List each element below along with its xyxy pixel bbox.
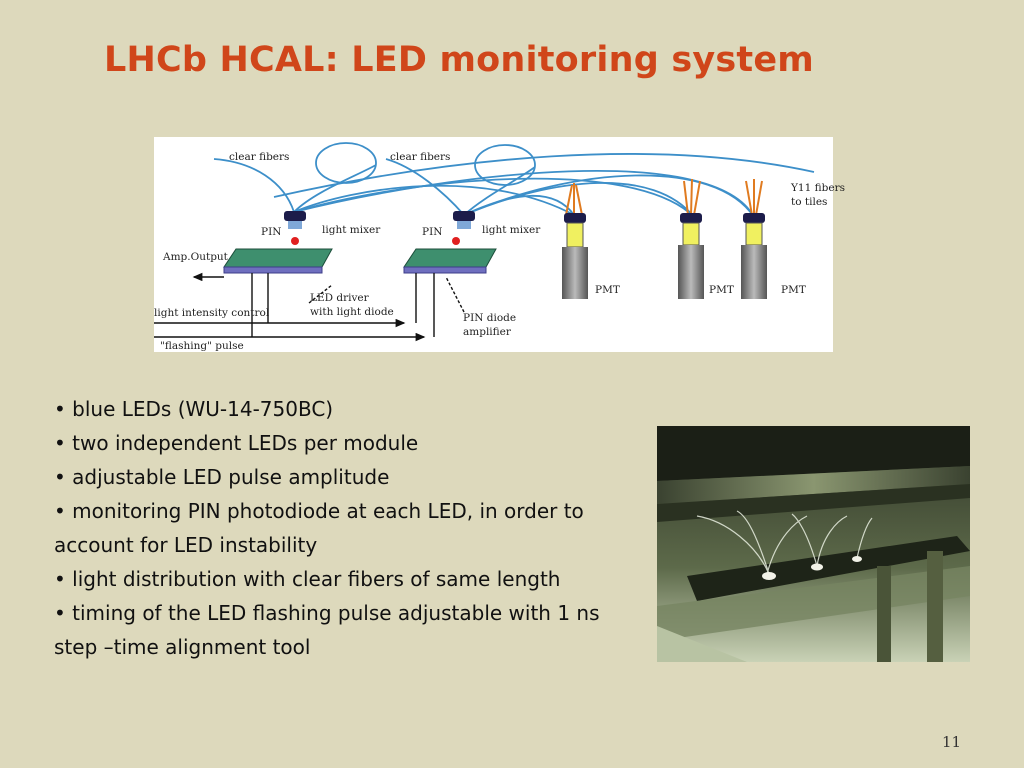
label-with-light-diode: with light diode [310, 306, 394, 318]
slide-title: LHCb HCAL: LED monitoring system [104, 40, 814, 80]
label-amplifier: amplifier [463, 326, 512, 338]
pmt-3 [741, 179, 767, 299]
pmt-1 [562, 183, 588, 299]
bullet-item: • adjustable LED pulse amplitude [54, 465, 390, 489]
bullet-item: • monitoring PIN photodiode at each LED,… [54, 499, 584, 557]
bullet-item: • timing of the LED flashing pulse adjus… [54, 601, 600, 659]
label-pin-diode: PIN diode [463, 312, 516, 324]
label-light-mixer-1: light mixer [322, 224, 381, 236]
light-mixer-2 [452, 211, 475, 245]
led-driver-board-2 [403, 248, 497, 274]
label-pmt-3: PMT [781, 284, 806, 296]
light-mixer-1 [284, 211, 306, 245]
label-pmt-2: PMT [709, 284, 734, 296]
bullet-list: • blue LEDs (WU-14-750BC) • two independ… [54, 392, 614, 664]
label-light-intensity-control: light intensity control [154, 307, 270, 319]
clear-fibers [213, 142, 815, 218]
label-y11-fibers: Y11 fibers [790, 182, 845, 194]
label-light-mixer-2: light mixer [482, 224, 541, 236]
label-pin-2: PIN [422, 226, 442, 238]
label-amp-output: Amp.Output [162, 251, 229, 263]
led-driver-board-1 [223, 248, 333, 274]
led-monitoring-diagram: clear fibers clear fibers Y11 fibers to … [154, 137, 845, 352]
label-pin-1: PIN [261, 226, 281, 238]
label-pmt-1: PMT [595, 284, 620, 296]
hardware-photo [657, 426, 970, 662]
pmt-2 [678, 178, 704, 299]
bullet-item: • light distribution with clear fibers o… [54, 567, 561, 591]
label-to-tiles: to tiles [791, 196, 827, 208]
label-flashing-pulse: "flashing" pulse [160, 340, 244, 352]
label-clear-fibers-2: clear fibers [390, 151, 450, 163]
bullet-item: • blue LEDs (WU-14-750BC) [54, 397, 334, 421]
label-led-driver: LED driver [310, 292, 370, 304]
page-number: 11 [942, 733, 962, 751]
label-clear-fibers-1: clear fibers [229, 151, 289, 163]
bullet-item: • two independent LEDs per module [54, 431, 419, 455]
